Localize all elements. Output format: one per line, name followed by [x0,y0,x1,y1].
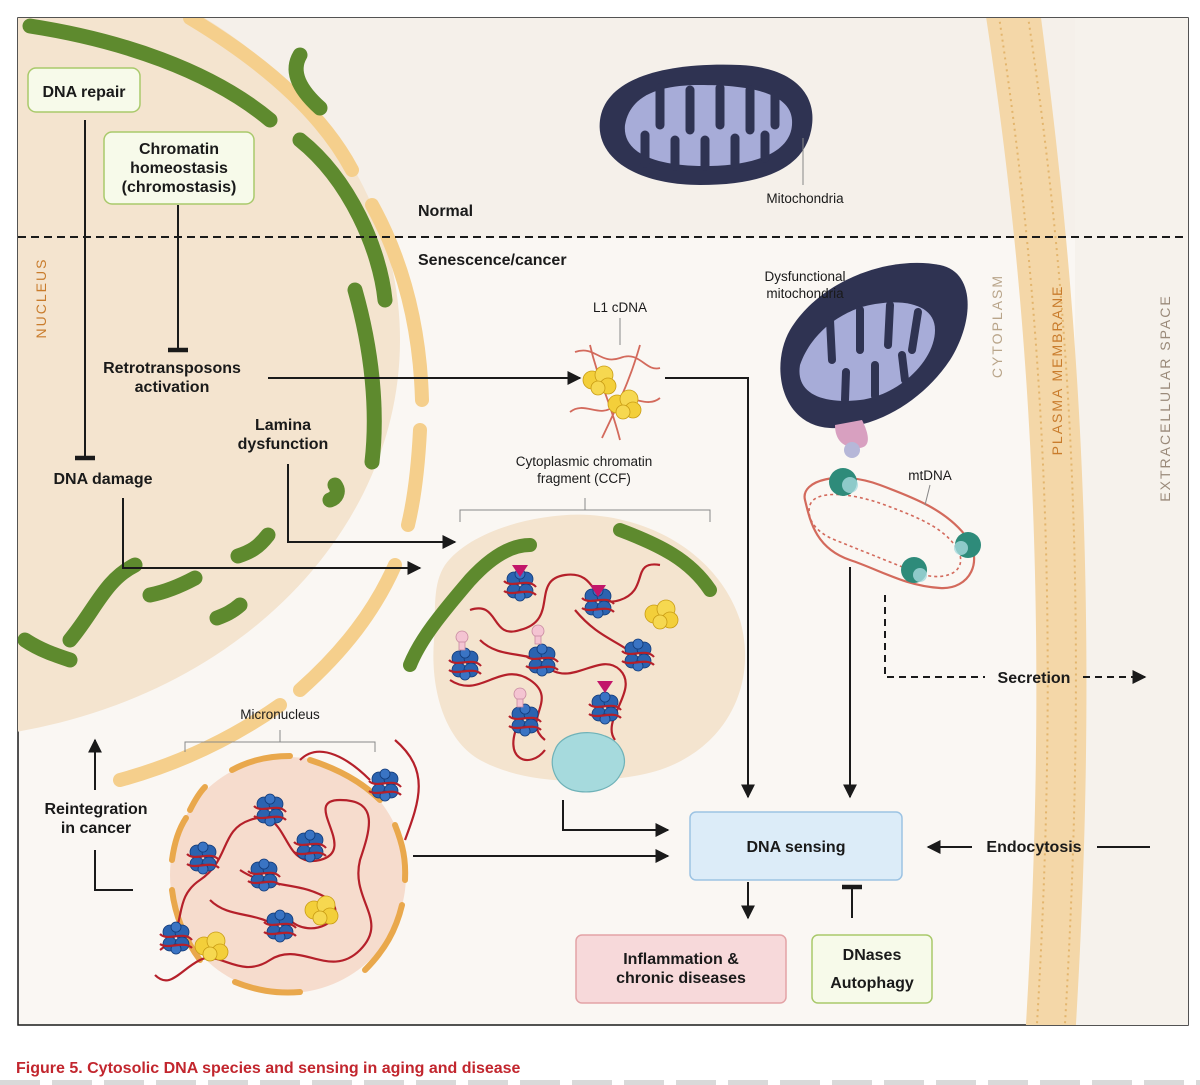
chromatin-line-1: Chromatin [139,141,219,158]
senescence-label: Senescence/cancer [418,252,567,269]
figure-caption: Figure 5. Cytosolic DNA species and sens… [16,1060,521,1077]
damage-to-ccf-arrow [122,498,422,575]
nucleus-label: NUCLEUS [33,258,49,339]
chromatin-line-3: (chromostasis) [122,179,237,196]
dnases-line-1: DNases [843,947,902,964]
dnases-line-2: Autophagy [830,975,914,992]
ccf-line-2: fragment (CCF) [537,471,631,486]
plasma-membrane-label: PLASMA MEMBRANE [1049,285,1065,456]
inflammation-box [575,934,787,1004]
cytoplasm-label: CYTOPLASM [989,274,1005,378]
dna-repair-text: DNA repair [43,84,126,101]
ccf-line-1: Cytoplasmic chromatin [516,454,653,469]
dna-repair-box [27,67,141,113]
dnases-box [811,934,933,1004]
cropped-text-line [0,1080,1200,1085]
lamina-line-2: dysfunction [238,436,329,453]
dysfunctional-mito-line-1: Dysfunctional [764,269,845,284]
lamina-line-1: Lamina [255,417,311,434]
retrotransposons-line-2: activation [135,379,210,396]
micronucleus-label: Micronucleus [240,707,320,722]
reintegration-arrow [95,740,133,891]
dysfunctional-mito-line-2: mitochondria [766,286,844,301]
chromatin-box [103,131,255,205]
inflammation-line-2: chronic diseases [616,970,746,987]
chromatin-line-2: homeostasis [130,160,228,177]
reintegration-line-2: in cancer [61,820,131,837]
l1-to-sensing-arrow [665,377,755,799]
reintegration-line-1: Reintegration [44,801,147,818]
ccf-to-sensing-arrow [562,800,670,837]
lamina-to-ccf-arrow [287,464,457,549]
extracellular-label: EXTRACELLULAR SPACE [1157,294,1173,501]
mitochondria-label: Mitochondria [766,191,844,206]
normal-label: Normal [418,203,473,220]
dna-sensing-box [689,811,903,881]
diagram: Normal Senescence/cancer NUCLEUS CYTOPLA… [17,17,1189,1026]
mtdna-label: mtDNA [908,468,952,483]
endocytosis-label: Endocytosis [986,839,1081,856]
retrotransposons-line-1: Retrotransposons [103,360,241,377]
dna-damage-label: DNA damage [54,471,153,488]
secretion-line [884,595,985,678]
secretion-label: Secretion [998,670,1071,687]
l1-cdna-label: L1 cDNA [593,300,647,315]
dna-sensing-text: DNA sensing [747,839,846,856]
inflammation-line-1: Inflammation & [623,951,739,968]
